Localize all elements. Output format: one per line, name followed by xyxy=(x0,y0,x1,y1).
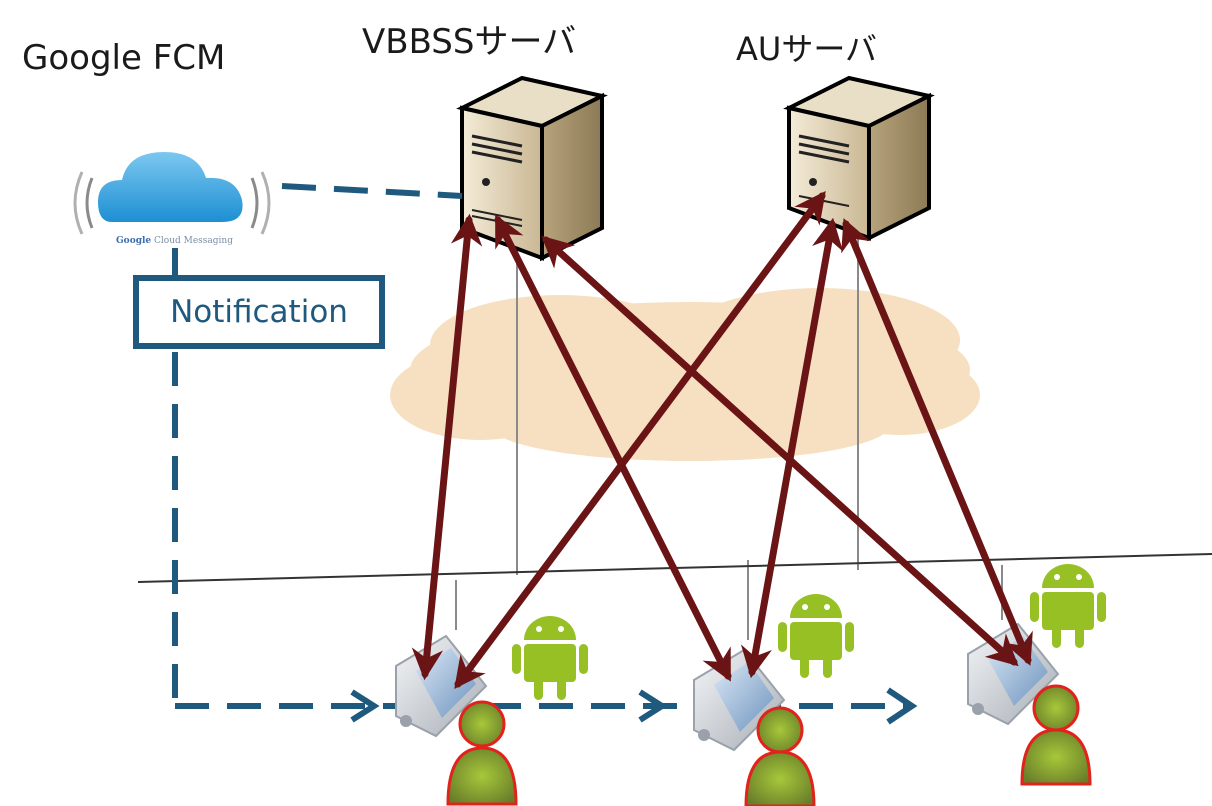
communication-arrows xyxy=(411,190,1033,690)
user-icon xyxy=(744,706,816,806)
notification-box: Notification xyxy=(133,275,385,349)
cloud-messaging-icon xyxy=(73,152,271,235)
fcm-dashed-lines xyxy=(172,183,912,709)
arrow-vbbss-device1 xyxy=(411,213,483,681)
android-icon xyxy=(778,594,854,678)
arrow-au-device2 xyxy=(740,217,844,679)
google-fcm-label: Google FCM xyxy=(22,38,226,78)
fcm-logo-text: Cloud Messaging xyxy=(154,236,233,246)
au-server-label: AUサーバ xyxy=(736,30,877,68)
server-icon xyxy=(456,75,608,262)
user-icon xyxy=(446,700,518,806)
android-icon xyxy=(1030,564,1106,648)
android-icon xyxy=(512,616,588,700)
flow-arrowheads xyxy=(350,687,918,725)
fcm-logo-brand: Google xyxy=(116,236,152,246)
arrow-au-device3 xyxy=(841,218,1033,666)
vbbss-server-label: VBBSSサーバ xyxy=(362,22,577,62)
fcm-logo-caption: Google Cloud Messaging xyxy=(116,236,233,246)
user-icon xyxy=(1020,684,1092,786)
